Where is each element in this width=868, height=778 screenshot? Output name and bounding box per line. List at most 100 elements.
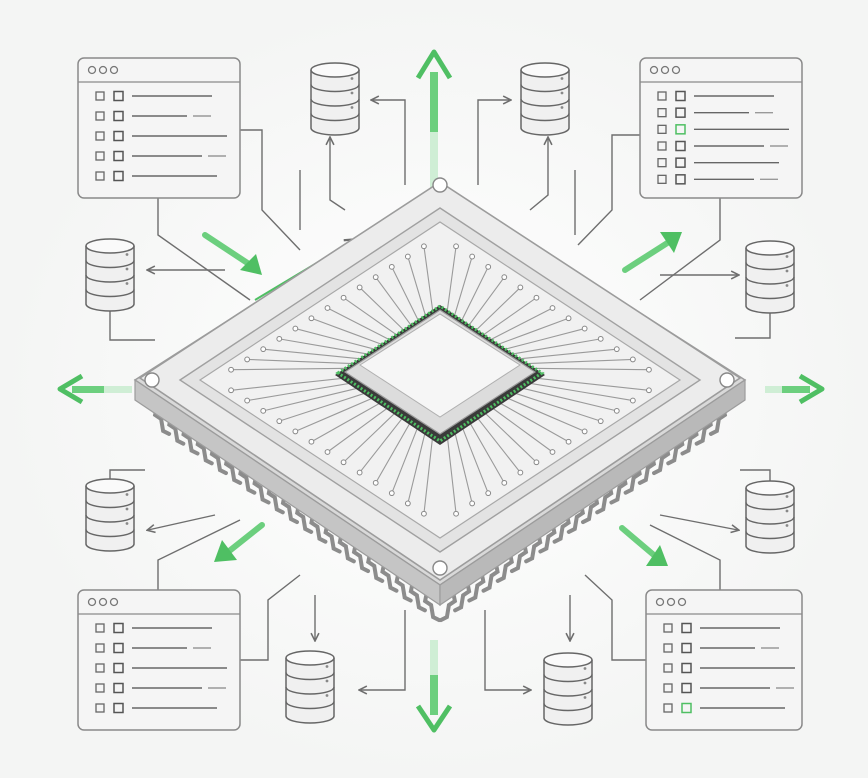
list-bullet-icon bbox=[663, 683, 673, 693]
trace-pad bbox=[421, 510, 427, 517]
checkbox-icon bbox=[675, 124, 686, 135]
connector-arrow-icon bbox=[649, 524, 721, 590]
connector-arrow-icon bbox=[330, 138, 346, 211]
database-led bbox=[560, 106, 564, 109]
trace-pad bbox=[646, 387, 652, 394]
database-stack-icon bbox=[85, 246, 135, 312]
database-lower-left bbox=[85, 478, 135, 552]
circuit-trace bbox=[481, 297, 537, 337]
database-led bbox=[125, 267, 129, 271]
trace-pad bbox=[629, 356, 636, 363]
window-control-dot bbox=[660, 65, 670, 75]
chip-pin bbox=[422, 589, 442, 623]
database-disk-line bbox=[745, 276, 795, 285]
database-led bbox=[350, 77, 354, 80]
list-bullet-icon bbox=[657, 141, 667, 151]
chip-pin bbox=[366, 549, 385, 583]
checkbox-icon bbox=[113, 130, 124, 142]
checkbox-icon bbox=[113, 90, 124, 102]
circuit-trace bbox=[474, 287, 521, 332]
trace-pad bbox=[308, 438, 315, 445]
circuit-trace bbox=[523, 381, 633, 402]
window-top-right bbox=[639, 57, 803, 199]
database-lower-right bbox=[745, 480, 795, 554]
database-disk-line bbox=[745, 502, 795, 511]
connector-arrow-icon bbox=[240, 129, 301, 251]
circuit-trace bbox=[509, 338, 601, 355]
chip-pin bbox=[380, 559, 399, 593]
circuit-trace bbox=[407, 256, 427, 318]
app-window-icon bbox=[639, 57, 803, 199]
window-bottom-left bbox=[77, 589, 241, 731]
window-control-dot bbox=[655, 597, 665, 607]
trace-pad bbox=[469, 253, 476, 260]
window-control-dot bbox=[666, 597, 676, 607]
circuit-trace bbox=[495, 317, 569, 346]
checkbox-icon bbox=[113, 662, 124, 674]
trace-pad bbox=[260, 346, 267, 353]
circuit-trace bbox=[407, 428, 427, 504]
green-flow-arrow-icon bbox=[619, 525, 668, 566]
database-top bbox=[85, 238, 135, 254]
chip-pin bbox=[495, 549, 514, 583]
database-led bbox=[583, 667, 587, 670]
circuit-trace bbox=[502, 395, 585, 432]
trace-pad bbox=[517, 284, 524, 291]
circuit-trace bbox=[343, 409, 399, 463]
circuit-trace bbox=[460, 423, 489, 494]
trace-pad bbox=[517, 469, 524, 476]
trace-pad bbox=[469, 500, 476, 507]
trace-pad bbox=[485, 490, 492, 497]
database-disk-line bbox=[520, 98, 570, 107]
circuit-trace bbox=[460, 266, 489, 323]
database-top bbox=[745, 240, 795, 256]
list-bullet-icon bbox=[657, 108, 667, 118]
checkbox-icon bbox=[681, 642, 692, 654]
trace-pad bbox=[244, 397, 251, 404]
chip-pin bbox=[337, 530, 356, 564]
database-led bbox=[785, 255, 789, 258]
checkbox-icon bbox=[681, 622, 692, 634]
circuit-trace bbox=[423, 433, 434, 514]
database-led bbox=[583, 681, 587, 685]
green-flow-arrow-icon bbox=[214, 522, 265, 562]
database-stack-icon bbox=[520, 70, 570, 136]
trace-pad bbox=[244, 356, 251, 363]
window-control-dot bbox=[98, 597, 108, 607]
list-bullet-icon bbox=[95, 703, 105, 713]
database-disk-line bbox=[543, 688, 593, 697]
window-control-dot bbox=[677, 597, 687, 607]
database-disk-line bbox=[543, 674, 593, 683]
list-bullet-icon bbox=[657, 91, 667, 101]
chip-pin bbox=[524, 530, 543, 564]
mount-hole bbox=[432, 560, 448, 576]
trace-pad bbox=[228, 387, 234, 394]
app-window-icon bbox=[77, 57, 241, 199]
database-stack-icon bbox=[85, 486, 135, 552]
database-top bbox=[745, 480, 795, 496]
database-disk-line bbox=[285, 672, 335, 681]
trace-pad bbox=[404, 253, 411, 260]
circuit-trace bbox=[423, 246, 434, 313]
database-stack-icon bbox=[745, 488, 795, 554]
trace-pad bbox=[613, 346, 620, 353]
database-led bbox=[560, 77, 564, 80]
chip-pin bbox=[453, 579, 472, 613]
connector-arrow-icon bbox=[157, 519, 241, 590]
database-top bbox=[520, 62, 570, 78]
trace-pad bbox=[292, 428, 299, 435]
database-led bbox=[325, 665, 329, 668]
database-disk-line bbox=[85, 500, 135, 509]
window-control-dot bbox=[649, 65, 659, 75]
list-bullet-icon bbox=[95, 623, 105, 633]
window-control-dot bbox=[109, 597, 119, 607]
die-pins bbox=[335, 304, 545, 443]
list-bullet-icon bbox=[657, 124, 667, 134]
databases-layer bbox=[85, 62, 795, 726]
connector-arrow-icon bbox=[577, 134, 640, 246]
circuit-trace bbox=[516, 386, 617, 412]
list-bullet-icon bbox=[95, 151, 105, 161]
list-bullet-icon bbox=[95, 663, 105, 673]
